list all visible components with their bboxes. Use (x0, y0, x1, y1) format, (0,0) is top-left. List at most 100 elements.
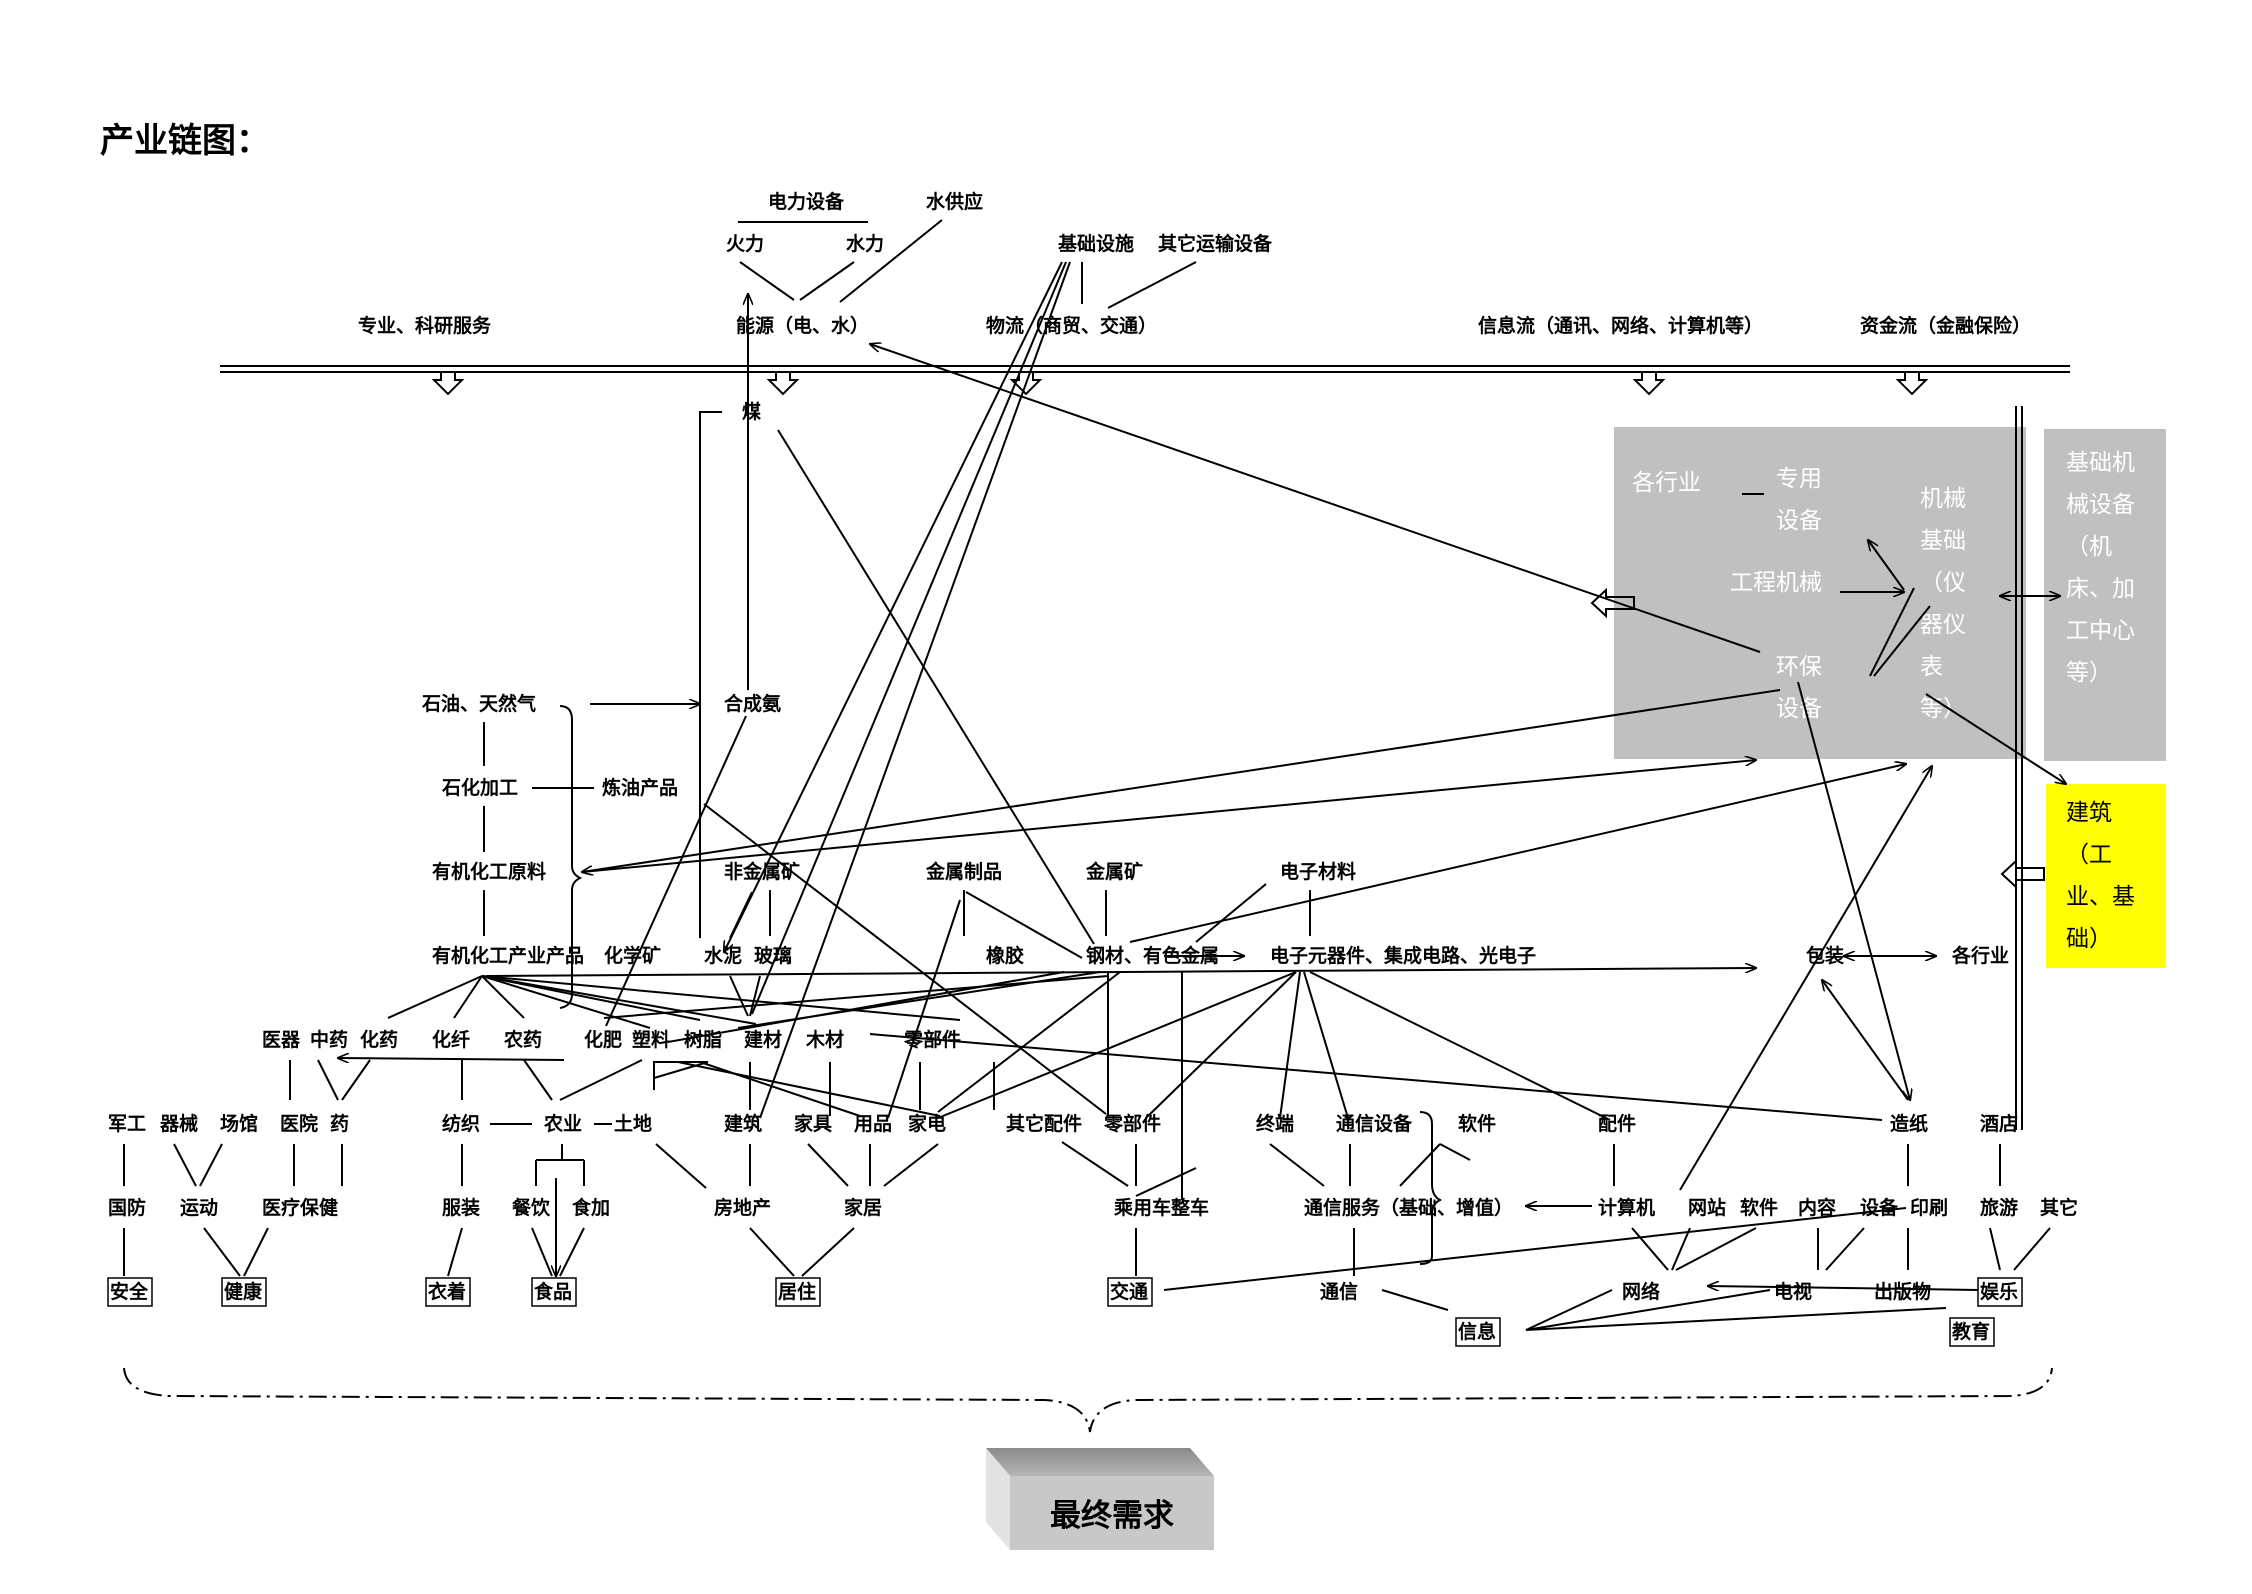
node-agriculture: 农业 (543, 1112, 582, 1135)
node-metal-ore: 金属矿 (1085, 860, 1143, 883)
node-steel: 钢材、有色金属 (1086, 944, 1219, 967)
node-chem-fiber: 化纤 (432, 1028, 470, 1051)
node-furniture: 家具 (794, 1112, 832, 1135)
panel-env-1: 环保 (1776, 654, 1822, 680)
node-equipment-2: 设备 (1860, 1196, 1899, 1219)
panel-basic-3: （机 (2066, 534, 2112, 560)
node-venue: 场馆 (220, 1112, 258, 1135)
final-health: 健康 (224, 1280, 263, 1303)
panel-machinery-3: （仪 (1920, 570, 1966, 596)
machinery-panel: 各行业 专用 设备 工程机械 环保 设备 机械 基础 （仪 器仪 表 等） 基础… (1614, 427, 2166, 761)
construction-4: 础） (2066, 926, 2112, 952)
panel-machinery-1: 机械 (1920, 486, 1966, 512)
construction-3: 业、基 (2066, 884, 2135, 910)
node-land: 土地 (614, 1112, 652, 1135)
final-entertainment: 娱乐 (1980, 1280, 2018, 1303)
node-rubber: 橡胶 (986, 944, 1024, 967)
panel-machinery-6: 等） (1920, 696, 1966, 722)
node-refined: 炼油产品 (602, 776, 678, 799)
node-clothing: 服装 (442, 1196, 480, 1219)
node-hydro: 水力 (846, 232, 884, 255)
node-drug: 药 (330, 1112, 349, 1135)
node-telecom-service: 通信服务（基础、增值） (1304, 1196, 1513, 1219)
node-others: 其它 (2040, 1196, 2078, 1219)
node-defense: 国防 (108, 1196, 146, 1219)
panel-all-industry: 各行业 (1632, 470, 1701, 496)
node-sports: 运动 (180, 1197, 218, 1219)
node-pesticide: 农药 (503, 1028, 542, 1051)
node-synth-ammonia: 合成氨 (724, 692, 781, 715)
node-chem-drug: 化药 (360, 1028, 398, 1051)
final-demand-label: 最终需求 (1050, 1498, 1174, 1534)
panel-basic-5: 工中心 (2066, 618, 2135, 644)
final-clothing: 衣着 (428, 1280, 466, 1303)
top-bar-labels: 专业、科研服务 能源（电、水） 物流（商贸、交通） 信息流（通讯、网络、计算机等… (358, 314, 2031, 337)
final-education: 教育 (1952, 1320, 1990, 1343)
node-communication: 通信 (1320, 1280, 1358, 1303)
node-resin: 树脂 (684, 1028, 722, 1051)
node-oil-gas: 石油、天然气 (421, 692, 536, 715)
node-papermaking: 造纸 (1890, 1112, 1928, 1135)
node-home: 家居 (844, 1196, 882, 1219)
node-water-supply: 水供应 (926, 190, 983, 213)
node-content: 内容 (1798, 1196, 1836, 1219)
panel-basic-1: 基础机 (2066, 450, 2135, 476)
node-timber: 木材 (805, 1028, 844, 1051)
node-catering: 餐饮 (512, 1196, 551, 1219)
panel-machinery-4: 器仪 (1920, 612, 1966, 638)
node-food-proc: 食加 (572, 1196, 610, 1219)
node-organic-raw: 有机化工原料 (432, 860, 546, 883)
edges (123, 219, 2066, 1433)
node-website: 网站 (1688, 1196, 1726, 1219)
node-metal-prod: 金属制品 (925, 860, 1002, 883)
node-accessories: 配件 (1598, 1112, 1636, 1135)
node-healthcare: 医疗保健 (262, 1196, 338, 1219)
construction-2: （工 (2066, 842, 2112, 868)
node-tourism: 旅游 (1980, 1196, 2018, 1219)
panel-basic-4: 床、加 (2066, 576, 2135, 602)
node-other-parts: 其它配件 (1006, 1112, 1082, 1135)
label-professional-services: 专业、科研服务 (358, 314, 492, 337)
node-network: 网络 (1622, 1280, 1660, 1303)
node-infrastructure: 基础设施 (1057, 232, 1134, 255)
node-vehicle: 乘用车整车 (1113, 1196, 1209, 1219)
panel-machinery-2: 基础 (1920, 528, 1966, 554)
node-military: 军工 (108, 1113, 146, 1135)
panel-basic-6: 等） (2066, 660, 2112, 686)
node-other-transport: 其它运输设备 (1158, 232, 1273, 255)
node-software-2: 软件 (1740, 1196, 1778, 1219)
final-housing: 居住 (778, 1280, 816, 1303)
node-building: 建筑 (724, 1112, 762, 1135)
final-safety: 安全 (110, 1280, 149, 1303)
node-computer: 计算机 (1598, 1196, 1655, 1219)
final-information: 信息 (1458, 1320, 1496, 1343)
panel-specialized-1: 专用 (1776, 466, 1822, 492)
node-elec-equip: 电力设备 (768, 190, 845, 213)
node-equipment: 器械 (159, 1112, 198, 1135)
label-information-flow: 信息流（通讯、网络、计算机等） (1478, 314, 1763, 337)
final-food: 食品 (534, 1280, 572, 1303)
panel-basic-2: 械设备 (2066, 492, 2135, 518)
label-logistics: 物流（商贸、交通） (986, 314, 1157, 337)
label-capital-flow: 资金流（金融保险） (1860, 314, 2031, 337)
node-supplies: 用品 (854, 1113, 892, 1135)
node-parts-2: 零部件 (1103, 1112, 1161, 1135)
panel-env-2: 设备 (1776, 696, 1822, 722)
node-hotel: 酒店 (1980, 1112, 2018, 1135)
label-energy: 能源（电、水） (736, 314, 869, 337)
node-building-mat: 建材 (744, 1028, 782, 1051)
node-chem-ore: 化学矿 (604, 944, 661, 967)
panel-engineering-machinery: 工程机械 (1730, 570, 1822, 596)
node-organic-prod: 有机化工产业产品 (432, 944, 584, 967)
node-thermal: 火力 (726, 232, 764, 255)
node-nonmetal-ore: 非金属矿 (724, 860, 800, 883)
node-appliance: 家电 (908, 1112, 946, 1135)
construction-box: 建筑 （工 业、基 础） (2046, 784, 2166, 968)
node-elec-mat: 电子材料 (1280, 860, 1356, 883)
node-electronics: 电子元器件、集成电路、光电子 (1270, 944, 1536, 967)
node-publications: 出版物 (1874, 1280, 1931, 1303)
node-tv: 电视 (1774, 1280, 1812, 1303)
node-tcm: 中药 (310, 1028, 348, 1051)
node-petro-proc: 石化加工 (441, 776, 518, 799)
